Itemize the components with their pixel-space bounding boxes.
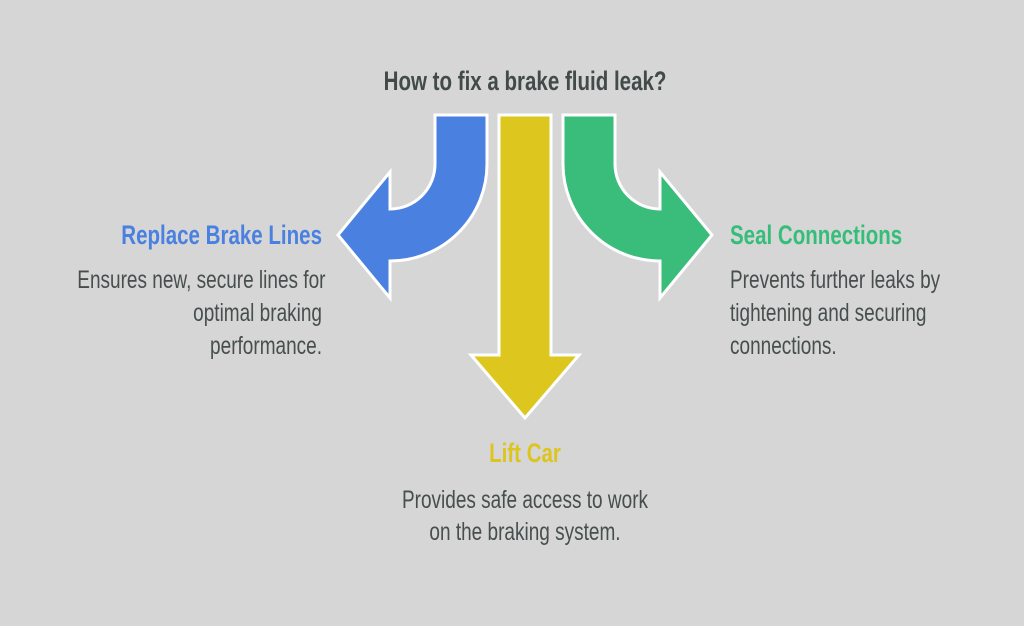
step-left-description-line: optimal braking [193,299,322,327]
step-left: Replace Brake Lines Ensures new, secure … [77,220,326,363]
page-title-text: How to fix a brake fluid leak? [383,66,667,96]
step-right-description-line: tightening and securing [730,299,927,327]
curved-arrow-left [336,113,489,303]
step-left-label: Replace Brake Lines [121,220,322,250]
step-center-description-line: Provides safe access to work [401,486,649,514]
step-right: Seal Connections Prevents further leaks … [730,220,958,363]
step-center-label: Lift Car [489,438,561,468]
step-center-description: Provides safe access to work on the brak… [335,484,715,548]
step-right-description: Prevents further leaks by tightening and… [730,264,958,363]
straight-arrow-down [467,113,583,421]
step-right-description-line: connections. [730,332,837,360]
step-left-description-line: performance. [210,332,322,360]
curved-arrow-right [561,113,714,303]
page-title: How to fix a brake fluid leak? [212,66,838,97]
step-left-description: Ensures new, secure lines for optimal br… [77,264,326,363]
step-right-label: Seal Connections [730,220,903,250]
step-center-description-line: on the braking system. [429,518,621,546]
step-right-description-line: Prevents further leaks by [730,266,941,294]
step-center: Lift Car Provides safe access to work on… [335,438,715,548]
step-left-description-line: Ensures new, secure lines for [77,266,326,294]
